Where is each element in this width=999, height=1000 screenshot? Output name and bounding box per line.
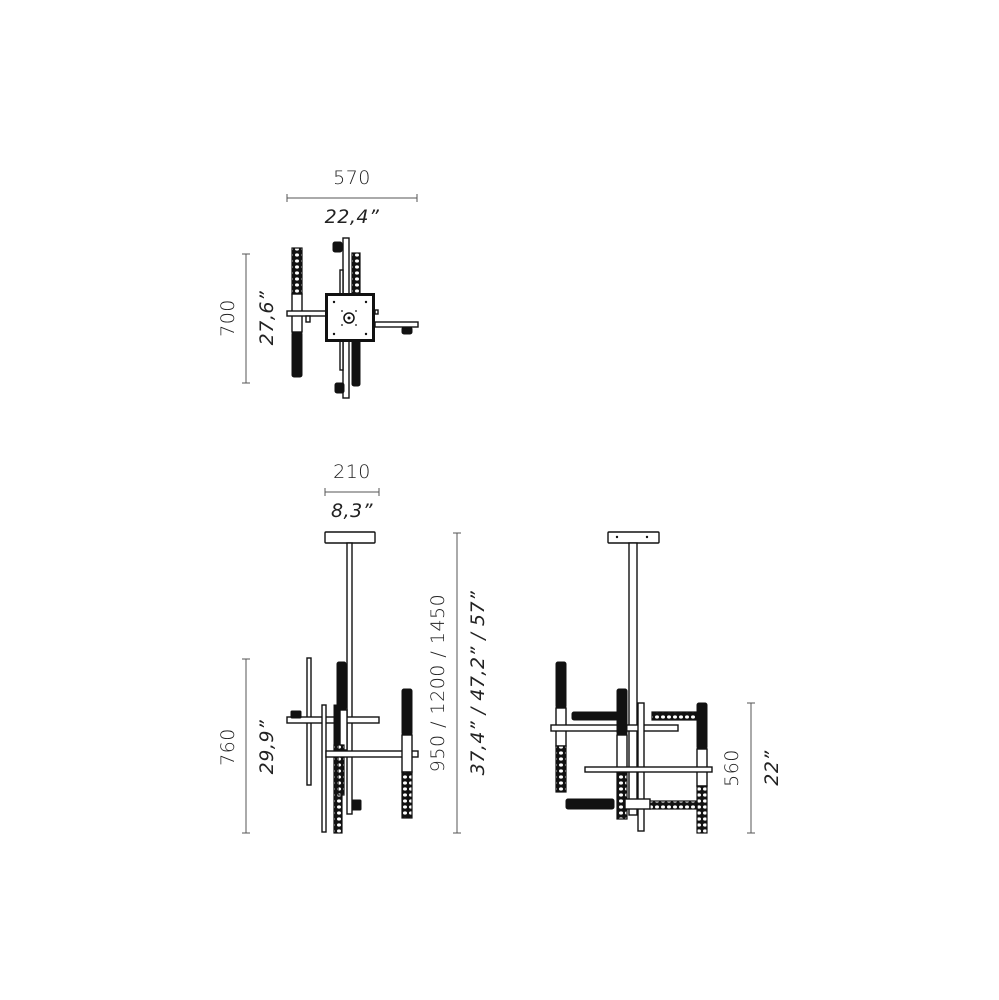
side-body-height-dimension: 560 22” [721,702,783,834]
front-canopy-dimension: 210 8,3” [324,461,380,522]
top-depth-in: 27,6” [256,291,278,346]
front-total-height-in: 37,4” / 47,2” / 57” [467,591,489,776]
front-view: 210 8,3” 760 29,9” 950 / 1200 / 1450 37,… [217,461,489,834]
top-width-dimension: 570 22,4” [286,167,418,228]
front-view-lamp [286,531,419,834]
top-depth-mm: 700 [217,299,239,337]
side-body-height-mm: 560 [721,749,743,787]
top-width-in: 22,4” [325,206,380,228]
front-body-height-dimension: 760 29,9” [217,658,278,834]
front-canopy-in: 8,3” [331,500,373,522]
front-total-height-dimension: 950 / 1200 / 1450 37,4” / 47,2” / 57” [427,532,489,834]
front-total-height-mm: 950 / 1200 / 1450 [427,594,449,772]
top-depth-dimension: 700 27,6” [217,253,278,384]
side-view: 560 22” [550,531,783,834]
top-width-mm: 570 [333,167,371,189]
front-body-height-in: 29,9” [256,720,278,775]
top-view-lamp [286,237,419,399]
side-body-height-in: 22” [761,750,783,786]
front-body-height-mm: 760 [217,728,239,766]
side-view-lamp [550,531,713,834]
front-canopy-mm: 210 [333,461,371,483]
top-view: 570 22,4” 700 27,6” [217,167,419,399]
